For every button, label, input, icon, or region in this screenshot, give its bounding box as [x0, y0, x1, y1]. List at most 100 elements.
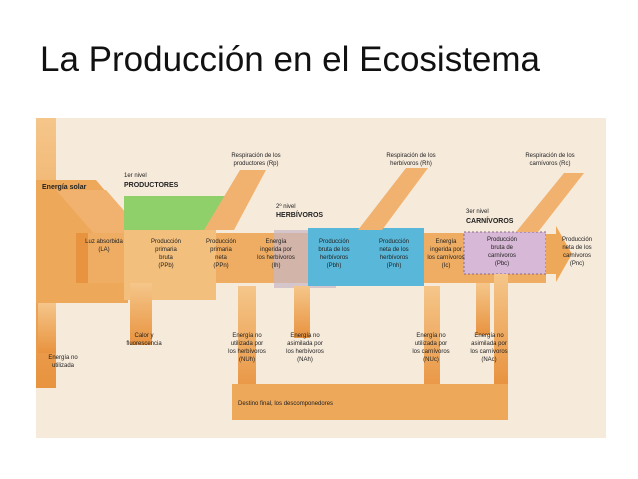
destino-label: Destino final, los descomponedores: [238, 401, 334, 407]
main-arrow-left: [76, 233, 88, 283]
ppb-line-3: bruta: [159, 255, 173, 261]
resp-carnivoros: [516, 173, 584, 232]
no-utilizada-line-1: Energía no: [48, 355, 78, 361]
resp-productores-line-2: productores (Rp): [233, 161, 279, 167]
ih-label: Energía ingerida por los herbívoros (Ih): [248, 238, 304, 270]
ih-line-1: Energía: [265, 239, 287, 245]
herbivores-blue: [308, 228, 424, 286]
pnh-line-3: herbívoros: [379, 255, 409, 261]
nuc-line-1: Energía no: [416, 333, 446, 339]
flow-arrows: [36, 118, 584, 420]
pnc-line-4: (Pnc): [569, 261, 585, 267]
slide-title: La Producción en el Ecosistema: [40, 40, 540, 79]
pbc-line-1: Producción: [486, 237, 518, 243]
resp-herbivoros-label: Respiración de los herbívoros (Rh): [371, 152, 451, 168]
nah-line-4: (NAh): [297, 357, 313, 363]
nac-line-3: los carnívoros: [470, 349, 508, 355]
ppb-line-4: (PPb): [158, 263, 174, 269]
pbc-line-3: carnívoros: [487, 253, 516, 259]
drop-nuc: [424, 286, 440, 396]
pnc-line-3: carnívoros: [562, 253, 591, 259]
pbh-line-3: herbívoros: [319, 255, 349, 261]
ppn-line-2: primaria: [210, 247, 232, 253]
no-utilizada-line-2: utilizada: [51, 363, 74, 369]
resp-herbivoros-line-1: Respiración de los: [386, 153, 436, 159]
decomposers-bar: [232, 384, 508, 420]
resp-productores-line-1: Respiración de los: [231, 153, 281, 159]
resp-productores: [204, 170, 266, 230]
pbh-line-4: (Pbh): [326, 263, 342, 269]
nivel-1-label: 1er nivel: [124, 173, 147, 179]
resp-carnivoros-label: Respiración de los carnívoros (Rc): [510, 152, 590, 168]
energy-flow-diagram: Energía solar 1er nivel PRODUCTORES 2º n…: [36, 118, 606, 438]
outflow-arrow: [546, 226, 572, 282]
nac-line-2: asimilada por: [471, 341, 507, 347]
nah-line-1: Energía no: [290, 333, 320, 339]
nuh-line-4: (NUh): [239, 357, 255, 363]
nah-line-2: asimilada por: [287, 341, 323, 347]
ppn-label: Producción primaria neta (PPn): [196, 238, 246, 270]
nuc-line-4: (NUc): [423, 357, 439, 363]
nivel-2-label: 2º nivel: [276, 204, 296, 210]
ppn-line-4: (PPn): [213, 263, 229, 269]
ih-line-3: los herbívoros: [257, 255, 295, 261]
ic-line-2: ingerida por: [430, 247, 462, 253]
nuh-line-2: utilizada por: [230, 341, 264, 347]
pnh-line-2: neta de los: [379, 247, 409, 253]
nac-line-4: (NAc): [481, 357, 497, 363]
drop-nuh: [238, 286, 256, 396]
drop-no-utilizada: [38, 303, 56, 353]
pnc-line-2: neta de los: [562, 245, 592, 251]
no-utilizada-label: Energía no utilizada: [38, 354, 88, 370]
nuh-label: Energía no utilizada por los herbívoros …: [216, 332, 278, 364]
nah-line-3: los herbívoros: [286, 349, 324, 355]
pbh-line-2: bruta de los: [318, 247, 350, 253]
pnc-label: Producción neta de los carnívoros (Pnc): [550, 236, 604, 268]
nac-line-1: Energía no: [474, 333, 504, 339]
calor-label: Calor y fluorescencia: [116, 332, 172, 348]
ppb-line-1: Producción: [150, 239, 182, 245]
nah-label: Energía no asimilada por los herbívoros …: [274, 332, 336, 364]
ic-line-4: (Ic): [441, 263, 451, 269]
ic-line-1: Energía: [435, 239, 457, 245]
pbh-line-1: Producción: [318, 239, 350, 245]
resp-herbivoros-line-2: herbívoros (Rh): [390, 161, 432, 167]
drop-calor: [130, 283, 152, 345]
drop-nah: [294, 286, 310, 338]
resp-herbivoros: [358, 168, 428, 230]
luz-absorbida-line-2: (LA): [98, 247, 110, 253]
drop-nac: [476, 283, 490, 335]
carnivoros-title: CARNÍVOROS: [466, 218, 514, 225]
ic-line-3: los carnívoros: [427, 255, 465, 261]
ppn-line-3: neta: [215, 255, 227, 261]
pnh-label: Producción neta de los herbívoros (Pnh): [366, 238, 422, 270]
pnh-line-4: (Pnh): [386, 263, 402, 269]
pbc-label: Producción bruta de carnívoros (Pbc): [470, 236, 534, 268]
resp-carnivoros-line-1: Respiración de los: [525, 153, 575, 159]
ih-line-4: (Ih): [271, 263, 281, 269]
calor-line-2: fluorescencia: [126, 341, 162, 347]
luz-absorbida-label: Luz absorbida (LA): [78, 238, 130, 254]
ic-label: Energía ingerida por los carnívoros (Ic): [418, 238, 474, 270]
nivel-3-label: 3er nivel: [466, 209, 489, 215]
nuc-line-2: utilizada por: [414, 341, 448, 347]
carn-return: [494, 274, 508, 384]
ih-line-2: ingerida por: [260, 247, 292, 253]
nac-label: Energía no asimilada por los carnívoros …: [456, 332, 522, 364]
nuc-line-3: los carnívoros: [412, 349, 450, 355]
energia-solar-label: Energía solar: [42, 184, 87, 191]
nuh-line-3: los herbívoros: [228, 349, 266, 355]
ppb-line-2: primaria: [155, 247, 177, 253]
pbc-line-4: (Pbc): [494, 261, 510, 267]
resp-productores-label: Respiración de los productores (Rp): [216, 152, 296, 168]
calor-line-1: Calor y: [134, 333, 154, 339]
pnc-line-1: Producción: [561, 237, 593, 243]
nuh-line-1: Energía no: [232, 333, 262, 339]
pbc-line-2: bruta de: [490, 245, 514, 251]
solar-diagonal: [56, 190, 146, 236]
pnh-line-1: Producción: [378, 239, 410, 245]
pbh-label: Producción bruta de los herbívoros (Pbh): [306, 238, 362, 270]
luz-absorbida-line-1: Luz absorbida: [85, 239, 123, 245]
ppn-line-1: Producción: [205, 239, 237, 245]
ppb-label: Producción primaria bruta (PPb): [140, 238, 192, 270]
